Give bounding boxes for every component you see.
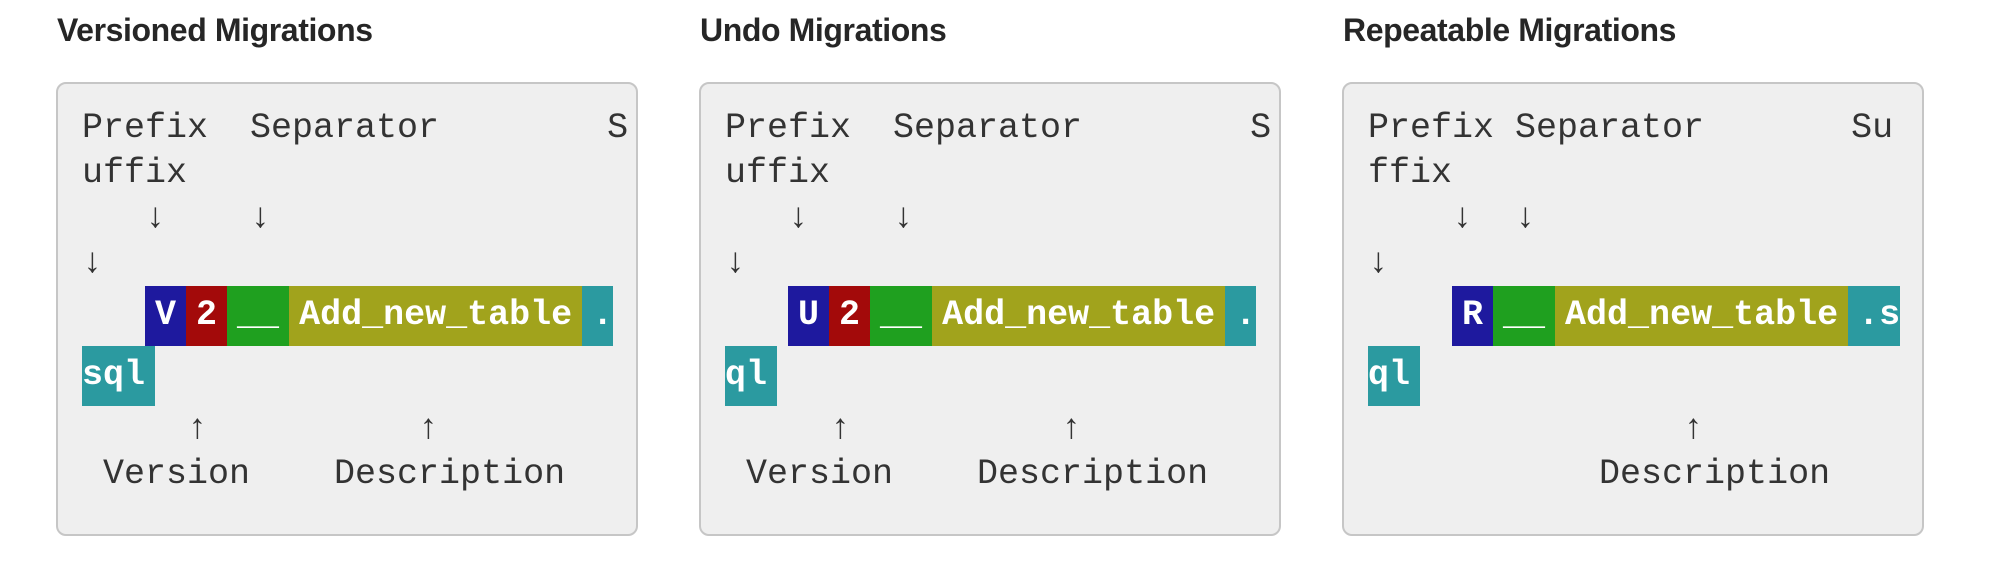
top-labels-line-1: Prefix Separator S [725,108,1272,148]
filename-segment-suffix: .s [1848,286,1901,346]
down-arrows-line: ↓ ↓ [1368,198,1537,238]
up-arrows-line: ↑ ↑ [82,408,440,449]
filename-indent [1368,296,1452,336]
filename-segment-prefix: R [1452,286,1494,346]
filename-wrapped-line: ql [1368,346,1916,407]
filename-segment-suffix: ql [1368,346,1421,407]
top-labels-line-2: uffix [725,153,831,193]
filename-line: R__Add_new_table.s [1368,286,1916,346]
top-labels-line-2: uffix [82,153,188,193]
panel-title: Versioned Migrations [57,12,373,48]
top-labels-line-1: Prefix Separator Su [1368,108,1894,148]
down-arrow-wrapped-line: ↓ [82,243,104,283]
panel-undo-migrations: Undo Migrations Prefix Separator S uffix… [699,0,1281,536]
filename-segment-suffix: . [582,286,614,346]
down-arrow-wrapped-line: ↓ [1368,243,1390,283]
filename-segment-separator: __ [1493,286,1556,346]
filename-segment-description: Add_new_table [289,286,583,346]
panel-versioned-migrations: Versioned Migrations Prefix Separator S … [56,0,638,536]
filename-segment-version: 2 [829,286,871,346]
filename-indent [725,296,788,336]
filename-segment-separator: __ [870,286,933,346]
filename-segment-separator: __ [227,286,290,346]
naming-diagram-card: Prefix Separator Su ffix ↓ ↓ ↓ R__Add_ne… [1342,82,1924,536]
up-arrows-line: ↑ [1368,408,1705,449]
bottom-labels-line: Version Description [725,453,1209,494]
panel-title: Repeatable Migrations [1343,12,1677,48]
up-arrows-line: ↑ ↑ [725,408,1083,449]
filename-segment-version: 2 [186,286,228,346]
filename-indent [82,296,145,336]
filename-segment-description: Add_new_table [1555,286,1849,346]
filename-segment-description: Add_new_table [932,286,1226,346]
migration-naming-columns: Versioned Migrations Prefix Separator S … [56,0,1924,536]
filename-segment-suffix: sql [82,346,156,407]
filename-segment-prefix: V [145,286,187,346]
filename-segment-suffix: ql [725,346,778,407]
bottom-labels-line: Version Description [82,453,566,494]
bottom-labels-line: Description [1368,453,1831,494]
top-labels-line-1: Prefix Separator S [82,108,629,148]
filename-wrapped-line: ql [725,346,1273,407]
panel-repeatable-migrations: Repeatable Migrations Prefix Separator S… [1342,0,1924,536]
panel-title: Undo Migrations [700,12,947,48]
top-labels-line-2: ffix [1368,153,1453,193]
filename-segment-suffix: . [1225,286,1257,346]
filename-wrapped-line: sql [82,346,630,407]
down-arrow-wrapped-line: ↓ [725,243,747,283]
down-arrows-line: ↓ ↓ [82,198,272,238]
down-arrows-line: ↓ ↓ [725,198,915,238]
filename-segment-prefix: U [788,286,830,346]
